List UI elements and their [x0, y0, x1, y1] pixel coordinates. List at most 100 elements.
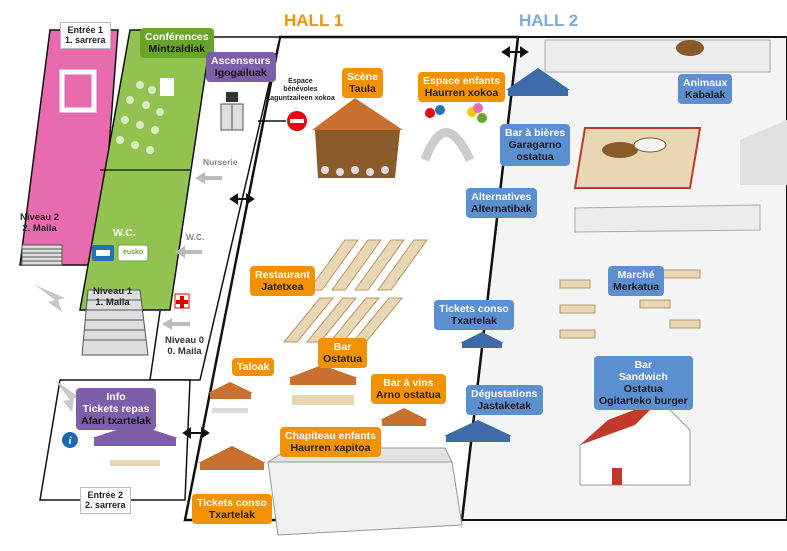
wc-grey-arrow-icon — [175, 246, 202, 258]
label-ascenseurs: Ascenseurs Igogailuak — [206, 52, 276, 83]
label-ascenseurs-fr: Ascenseurs — [211, 55, 271, 67]
kids-marquee-icon — [266, 447, 463, 536]
stairs-right — [740, 120, 787, 185]
floor-level-0-eu: 0. Maila — [167, 346, 202, 358]
label-animaux-fr: Animaux — [683, 77, 728, 89]
label-conferences: Conférences Mintzaldiak — [140, 28, 214, 59]
label-tickets-conso-hall2: Tickets conso Txartelak — [434, 300, 514, 331]
kids-arch-icon — [420, 128, 475, 162]
svg-text:i: i — [68, 435, 72, 447]
tent-degustations — [444, 420, 512, 442]
label-info-l2: Tickets repas — [82, 403, 150, 416]
no-entry-icon — [287, 111, 307, 131]
label-marche-eu: Merkatua — [613, 281, 660, 294]
floor-level-1: Niveau 1 1. Maila — [93, 286, 132, 309]
label-tickets-conso-hall2-eu: Txartelak — [450, 315, 497, 328]
label-bar-sandwich-l1: Bar — [634, 359, 653, 371]
floor-level-2-fr: Niveau 2 — [20, 212, 60, 223]
eusko-logo-icon — [117, 244, 149, 262]
animal-pens-icon — [544, 39, 771, 233]
label-wc-green-text: W.C. — [113, 227, 136, 239]
floor-level-0-fr: Niveau 0 — [165, 335, 205, 346]
label-bar-bieres-eu1: Garagarno — [508, 139, 562, 152]
market-stalls-icon — [559, 269, 701, 339]
label-nurserie: Nurserie — [203, 157, 238, 167]
entrance-2: Entrée 2 2. sarrera — [80, 487, 131, 514]
label-restaurant-fr: Restaurant — [255, 269, 310, 281]
entrance-1-fr: Entrée 1 — [67, 25, 104, 35]
label-bar-sandwich-l3: Ostatua — [623, 383, 663, 396]
label-marche: Marché Merkatua — [608, 266, 665, 297]
label-tickets-conso-hall1-eu: Txartelak — [208, 509, 255, 522]
balloons-icon — [425, 103, 487, 123]
label-alternatives: Alternatives Alternatibak — [466, 188, 537, 219]
label-restaurant: Restaurant Jatetxea — [250, 266, 315, 297]
stairs-level1 — [81, 289, 149, 356]
label-taloak-text: Taloak — [237, 361, 270, 373]
label-degustations: Dégustations Jastaketak — [466, 385, 543, 416]
label-bar-sandwich: Bar Sandwich Ostatua Ogitarteko burger — [594, 356, 693, 411]
label-bar-bieres-eu2: ostatua — [516, 151, 554, 164]
entrance-1: Entrée 1 1. sarrera — [60, 22, 111, 49]
tent-info — [92, 424, 178, 466]
label-wc-grey: W.C. — [186, 232, 205, 242]
tent-bar — [288, 365, 358, 405]
floor-level-0: Niveau 0 0. Maila — [165, 335, 204, 358]
label-tickets-conso-hall1-fr: Tickets conso — [197, 497, 267, 509]
label-bar-bieres-fr: Bar à bières — [505, 127, 566, 139]
label-bar-bieres: Bar à bières Garagarno ostatua — [500, 124, 571, 167]
flow-arrows — [35, 285, 80, 412]
label-tickets-conso-hall2-fr: Tickets conso — [439, 303, 509, 315]
label-tickets-conso-hall1: Tickets conso Txartelak — [192, 494, 272, 525]
tent-tickets-conso-hall2 — [460, 332, 504, 348]
nurserie-arrow-icon — [195, 172, 222, 184]
label-degustations-fr: Dégustations — [471, 388, 538, 400]
label-espace-benevoles: Espace bénévoles Laguntzaileen xokoa — [266, 78, 335, 103]
label-bar-ostatua: Bar Ostatua — [318, 338, 368, 369]
label-espace-benevoles-l3: Laguntzaileen xokoa — [266, 94, 335, 102]
label-scene-eu: Taula — [349, 83, 376, 96]
entrance-2-eu: 2. sarrera — [85, 500, 126, 511]
tent-tickets-conso-hall1 — [198, 446, 266, 470]
label-conferences-fr: Conférences — [145, 31, 209, 43]
label-info: Info Tickets repas Afari txartelak — [76, 388, 157, 431]
label-taloak: Taloak — [232, 358, 275, 377]
hall1-title: HALL 1 — [284, 11, 344, 30]
stage-tent-icon — [312, 98, 403, 178]
stairs-level2 — [21, 244, 63, 266]
label-scene-fr: Scène — [347, 71, 378, 83]
floor-level-2-eu: 2. Maila — [22, 223, 57, 235]
label-alternatives-eu: Alternatibak — [471, 203, 532, 216]
label-conferences-eu: Mintzaldiak — [148, 43, 206, 56]
label-info-l1: Info — [106, 391, 126, 403]
label-espace-benevoles-l1: Espace — [288, 78, 313, 85]
label-bar-sandwich-l2: Sandwich — [618, 371, 668, 384]
floor-level-1-fr: Niveau 1 — [93, 286, 133, 297]
entrance-2-fr: Entrée 2 — [87, 490, 124, 500]
sandwich-booth-icon — [579, 399, 691, 486]
conference-audience-icon — [116, 78, 174, 154]
label-info-l3: Afari txartelak — [81, 415, 152, 428]
first-aid-arrow-icon — [162, 318, 190, 330]
label-wc-green: W.C. — [108, 224, 141, 242]
label-espace-enfants-eu: Haurren xokoa — [424, 87, 499, 100]
label-bar-sandwich-l4: Ogitarteko burger — [599, 395, 688, 408]
label-espace-enfants-fr: Espace enfants — [423, 75, 501, 87]
label-degustations-eu: Jastaketak — [477, 400, 532, 413]
label-espace-enfants: Espace enfants Haurren xokoa — [418, 72, 506, 103]
label-restaurant-eu: Jatetxea — [261, 281, 304, 294]
label-chapiteau: Chapiteau enfants Haurren xapitoa — [280, 427, 382, 458]
passage-arrows — [182, 46, 529, 439]
tent-bar-vins — [380, 408, 428, 426]
elevator-icon — [220, 92, 244, 131]
label-scene: Scène Taula — [342, 68, 383, 99]
tent-bar-bieres — [506, 68, 570, 96]
floor-level-1-eu: 1. Maila — [95, 297, 130, 309]
label-bar-ostatua-eu: Ostatua — [323, 353, 363, 366]
tent-taloak — [208, 382, 253, 413]
label-bar-vins-eu: Arno ostatua — [376, 389, 441, 402]
label-animaux-eu: Kabalak — [685, 89, 726, 102]
label-espace-benevoles-l2: bénévoles — [283, 86, 318, 94]
label-bar-vins-fr: Bar à vins — [383, 377, 434, 389]
